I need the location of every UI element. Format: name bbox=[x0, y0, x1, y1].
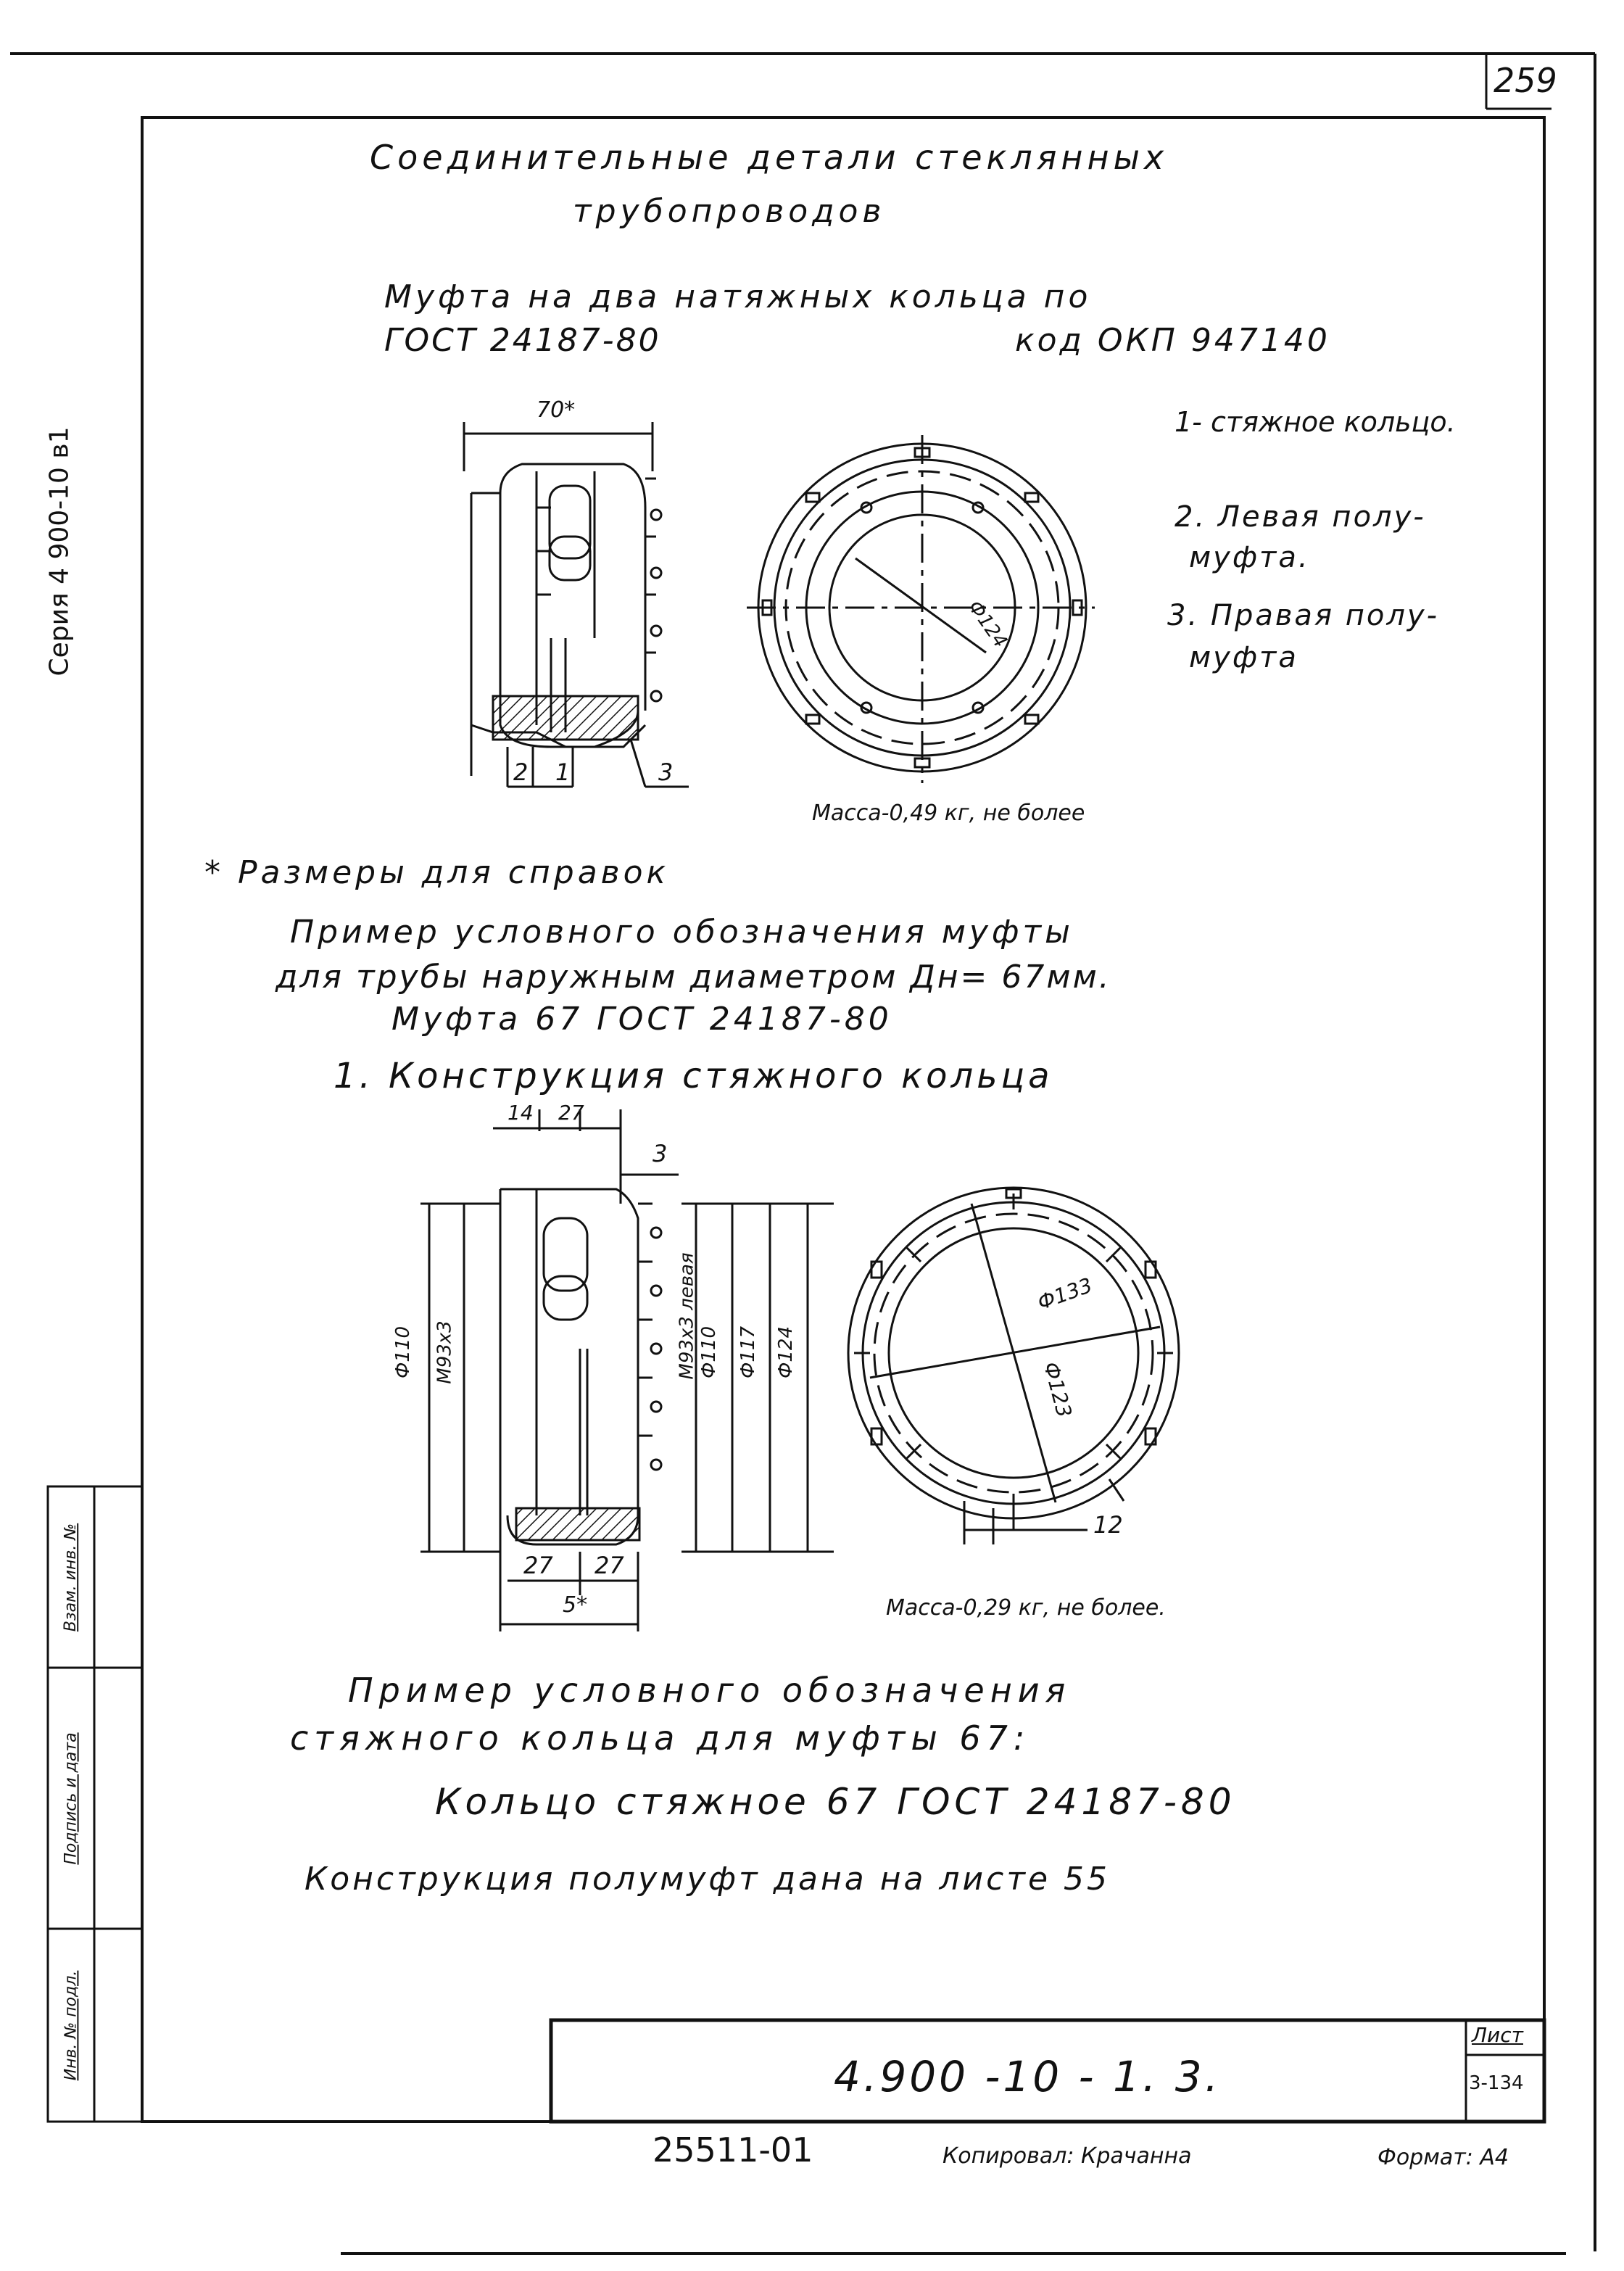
dim-width-70: 70* bbox=[536, 397, 576, 423]
sheet-note: Конструкция полумуфт дана на листе 55 bbox=[304, 1861, 1111, 1898]
dim-overall: 5* bbox=[563, 1592, 588, 1618]
coupling-end-view bbox=[747, 435, 1095, 783]
dim-27-top: 27 bbox=[558, 1101, 584, 1125]
callout-1: 1 bbox=[555, 758, 571, 786]
sheet-label: Лист bbox=[1472, 2023, 1523, 2047]
stamp-inv-original: Инв. № подл. bbox=[62, 1970, 80, 2080]
example1-line-1: Пример условного обозначения муфты bbox=[290, 914, 1074, 951]
example1-line-3: Муфта 67 ГОСТ 24187-80 bbox=[392, 1001, 892, 1038]
footer-number: 25511-01 bbox=[652, 2130, 813, 2169]
ring-side-view bbox=[420, 1109, 834, 1631]
dim-27-bottom-left: 27 bbox=[523, 1552, 553, 1579]
subtitle-okp-code: код ОКП 947140 bbox=[1015, 322, 1330, 359]
subtitle-gost: ГОСТ 24187-80 bbox=[384, 322, 661, 359]
dim-m93-left: М93х3 bbox=[434, 1320, 456, 1384]
coupling-side-view bbox=[463, 422, 689, 788]
legend-item-3-line-1: 3. Правая полу- bbox=[1167, 599, 1440, 632]
sheet-number: 3-134 bbox=[1469, 2072, 1524, 2094]
title-line-1: Соединительные детали стеклянных bbox=[370, 138, 1169, 177]
example2-line-3: Кольцо стяжное 67 ГОСТ 24187-80 bbox=[435, 1781, 1236, 1823]
dim-14: 14 bbox=[508, 1101, 534, 1125]
section1-title: 1. Конструкция стяжного кольца bbox=[334, 1056, 1053, 1096]
page-number: 259 bbox=[1494, 61, 1557, 100]
dim-d124: Ф124 bbox=[775, 1325, 798, 1379]
stamp-replacement-inv: Взам. инв. № bbox=[62, 1523, 80, 1631]
footer-copied-by: Копировал: Крачанна bbox=[942, 2143, 1192, 2169]
reference-note: * Размеры для справок bbox=[204, 854, 670, 891]
legend-item-2-line-2: муфта. bbox=[1189, 541, 1310, 574]
dim-d110-right: Ф110 bbox=[698, 1325, 721, 1379]
ring-mass: Масса-0,29 кг, не более. bbox=[886, 1595, 1166, 1621]
legend-item-1: 1- стяжное кольцо. bbox=[1174, 406, 1456, 438]
dim-d117: Ф117 bbox=[737, 1325, 760, 1379]
footer-format: Формат: А4 bbox=[1378, 2145, 1509, 2170]
legend-item-2-line-1: 2. Левая полу- bbox=[1174, 500, 1426, 534]
legend-item-3-line-2: муфта bbox=[1189, 641, 1298, 674]
example2-line-2: стяжного кольца для муфты 67: bbox=[290, 1718, 1031, 1758]
title-block-frame bbox=[549, 2018, 1546, 2124]
drawing-code: 4.900 -10 - 1. 3. bbox=[834, 2052, 1222, 2101]
example2-line-1: Пример условного обозначения bbox=[348, 1671, 1072, 1710]
title-line-2: трубопроводов bbox=[573, 193, 886, 230]
callout-2: 2 bbox=[513, 758, 529, 786]
series-label: Серия 4 900-10 в1 bbox=[44, 426, 75, 677]
callout-3: 3 bbox=[658, 758, 674, 786]
subtitle-line-1: Муфта на два натяжных кольца по bbox=[384, 278, 1092, 315]
dim-12: 12 bbox=[1093, 1511, 1123, 1539]
dim-d110-left: Ф110 bbox=[392, 1325, 415, 1379]
dim-27-bottom-right: 27 bbox=[594, 1552, 624, 1579]
example1-line-2: для трубы наружным диаметром Дн= 67мм. bbox=[276, 959, 1111, 996]
dim-m93-left-thread: М93х3 левая bbox=[676, 1252, 698, 1380]
ring-end-view bbox=[847, 1186, 1180, 1544]
stamp-signature-date: Подпись и дата bbox=[62, 1732, 80, 1865]
top-mass: Масса-0,49 кг, не более bbox=[812, 801, 1085, 826]
dim-3: 3 bbox=[652, 1140, 668, 1167]
